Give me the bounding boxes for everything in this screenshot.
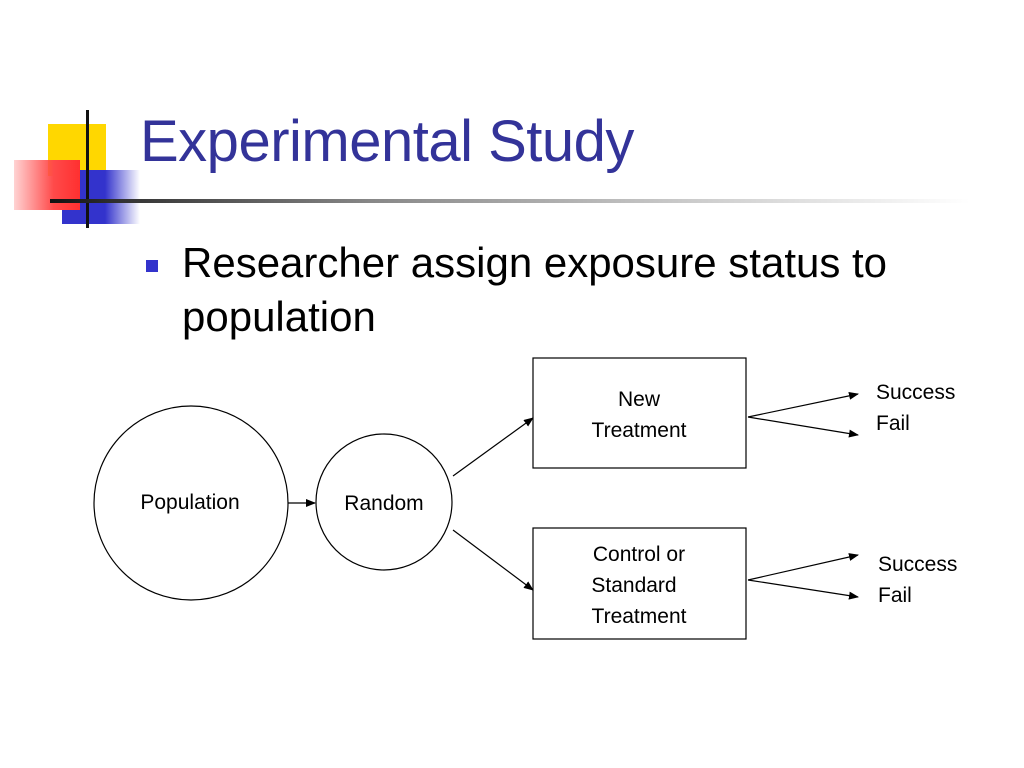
control-treatment-line-3: Treatment [591,605,687,628]
control-treatment-label: Control or Standard Treatment [539,539,739,632]
random-label: Random [344,492,424,515]
new-treatment-line-2: Treatment [591,419,687,442]
title-underline [50,199,970,203]
new-outcomes: Success Fail [876,377,955,439]
new-treatment-line-1: New [617,388,660,411]
control-outcome-fail: Fail [878,584,912,607]
new-treatment-label: New Treatment [539,384,739,446]
control-treatment-line-1: Control or [592,543,686,566]
control-treatment-box [532,527,747,640]
arrow-random-to-new [452,417,534,477]
control-treatment-line-2: Standard [591,574,677,597]
random-circle [315,433,453,571]
arrow-new-to-fail [747,416,859,438]
arrow-control-to-success [747,553,859,581]
bullet-square-icon [146,260,158,272]
arrow-new-to-success [747,391,859,418]
bullet-text: Researcher assign exposure status to pop… [182,239,888,340]
new-treatment-box [532,357,747,469]
new-outcome-fail: Fail [876,412,910,435]
control-outcome-success: Success [878,553,958,576]
slide-title: Experimental Study [140,109,634,174]
control-outcomes: Success Fail [878,549,957,611]
population-label: Population [140,491,240,514]
arrow-random-to-control [452,529,534,591]
decor-vertical-line [86,110,89,228]
arrow-control-to-fail [747,579,859,600]
new-outcome-success: Success [876,381,956,404]
